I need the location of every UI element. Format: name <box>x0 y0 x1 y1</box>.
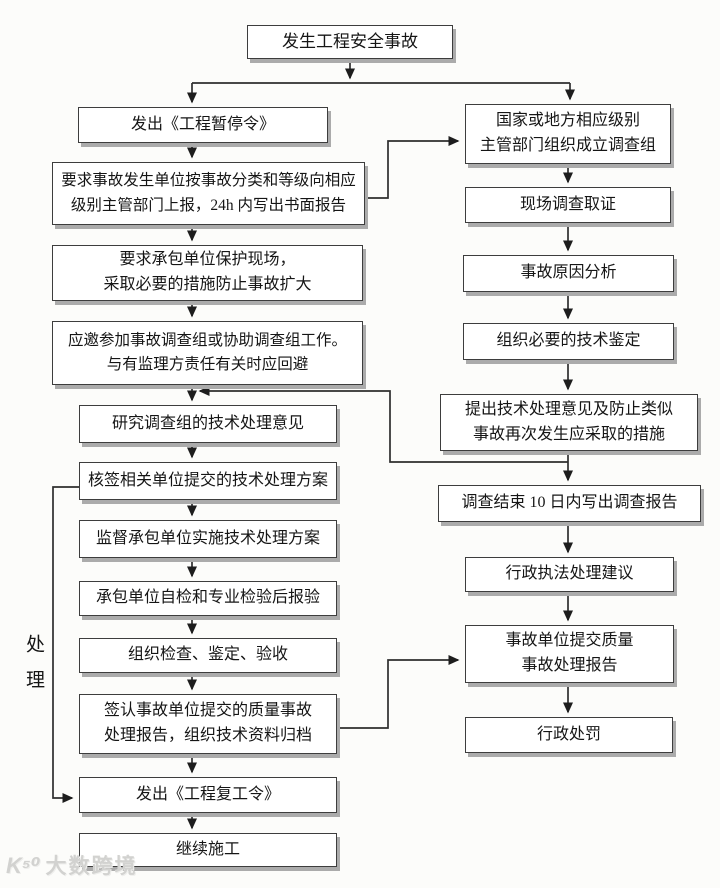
node-technical-appraisal: 组织必要的技术鉴定 <box>463 323 674 360</box>
node-cause-analysis: 事故原因分析 <box>463 255 674 292</box>
side-label-handling: 处理 <box>23 634 44 705</box>
connector-l2-r1 <box>365 136 460 199</box>
node-countersign-technical-plan: 核签相关单位提交的技术处理方案 <box>79 462 337 500</box>
node-administrative-enforcement-suggestion: 行政执法处理建议 <box>465 557 674 592</box>
node-issue-resume-order: 发出《工程复工令》 <box>79 777 337 813</box>
node-propose-technical-opinions: 提出技术处理意见及防止类似 事故再次发生应采取的措施 <box>440 394 698 451</box>
node-administrative-penalty: 行政处罚 <box>465 717 673 753</box>
node-report-within-24h: 要求事故发生单位按事故分类和等级向相应 级别主管部门上报，24h 内写出书面报告 <box>52 162 365 225</box>
node-organize-inspection-acceptance: 组织检查、鉴定、验收 <box>79 638 337 673</box>
connector-l10-r8 <box>337 655 460 729</box>
connector-l6-l11-bracket <box>52 486 79 803</box>
node-submit-quality-accident-report: 事故单位提交质量 事故处理报告 <box>465 625 674 683</box>
node-sign-quality-report-archive: 签认事故单位提交的质量事故 处理报告，组织技术资料归档 <box>79 694 337 754</box>
node-continue-construction: 继续施工 <box>79 833 337 867</box>
node-protect-site: 要求承包单位保护现场， 采取必要的措施防止事故扩大 <box>52 245 363 301</box>
connector-r5-l5 <box>198 386 568 463</box>
watermark-logo-icon: K⁵⁰ <box>6 853 41 878</box>
node-issue-suspension-order: 发出《工程暂停令》 <box>78 107 328 143</box>
node-contractor-self-inspection: 承包单位自检和专业检验后报验 <box>79 581 337 616</box>
node-study-technical-opinions: 研究调查组的技术处理意见 <box>79 405 337 443</box>
node-join-investigation-team: 应邀参加事故调查组或协助调查组工作。 与有监理方责任有关时应回避 <box>52 321 363 385</box>
node-authority-form-investigation-team: 国家或地方相应级别 主管部门组织成立调查组 <box>465 104 671 164</box>
node-accident-occurs: 发生工程安全事故 <box>247 25 453 59</box>
node-investigation-report-10-days: 调查结束 10 日内写出调查报告 <box>438 485 701 522</box>
watermark: K⁵⁰ 大数跨境 <box>6 850 137 880</box>
node-supervise-implementation: 监督承包单位实施技术处理方案 <box>79 520 337 558</box>
watermark-text: 大数跨境 <box>45 855 138 878</box>
node-site-investigation: 现场调查取证 <box>465 187 671 223</box>
